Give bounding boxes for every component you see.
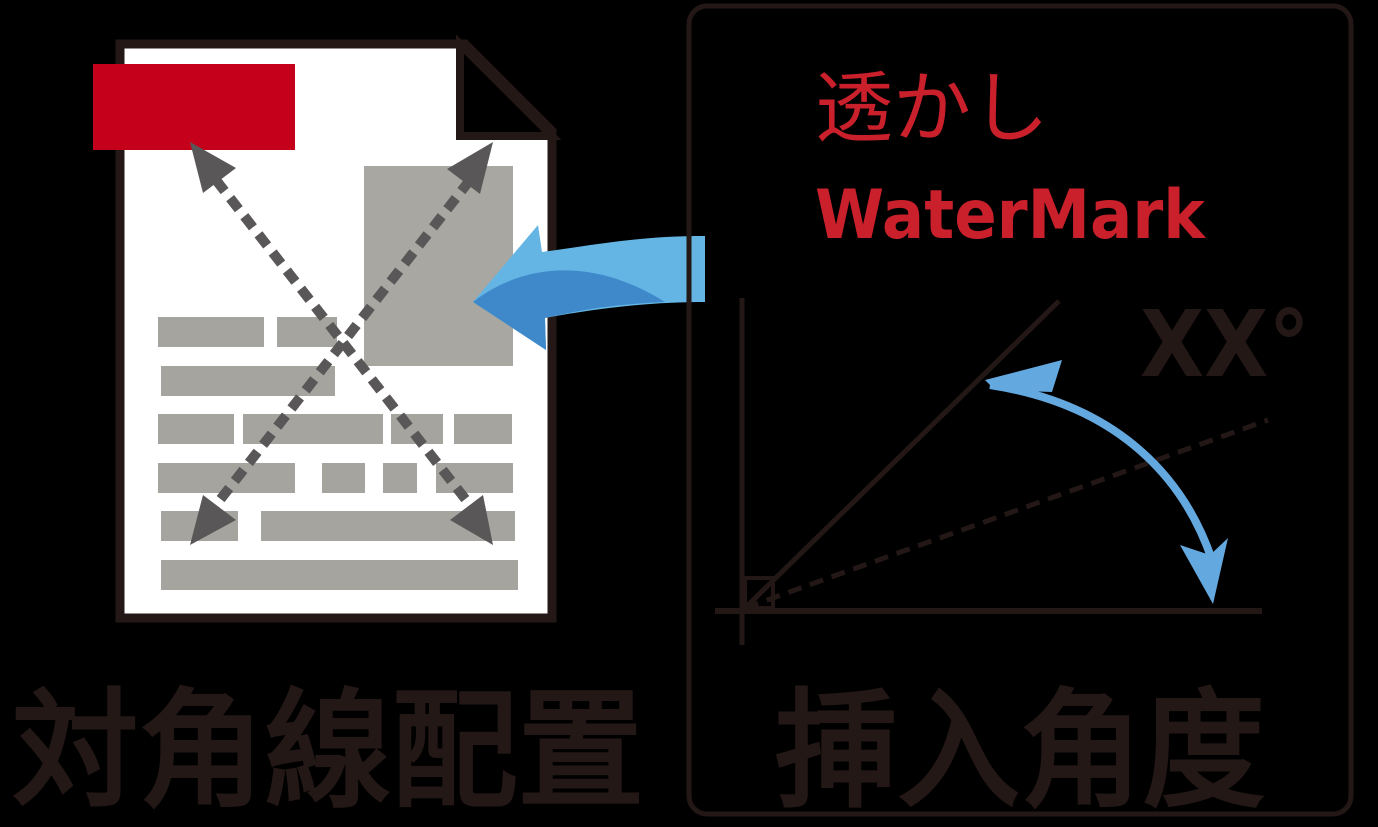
angle-arrowhead-bottom-icon	[1180, 538, 1228, 604]
arrowhead-up-left-icon	[190, 142, 236, 193]
angle-arrowhead-top-icon	[985, 360, 1062, 392]
text-lines	[158, 317, 518, 590]
angle-panel-frame	[686, 3, 1354, 817]
watermark-title-en: WaterMark	[815, 176, 1207, 255]
caption-insertion-angle: 挿入角度	[775, 677, 1265, 826]
angle-value-label: XX°	[1140, 291, 1310, 398]
watermark-block	[93, 64, 295, 150]
diagonal-arrows	[190, 142, 493, 545]
angle-diagram	[715, 298, 1269, 645]
arrowhead-up-right-icon	[447, 142, 493, 194]
image-block	[364, 166, 513, 366]
caption-diagonal-placement: 対角線配置	[12, 677, 644, 826]
arrowhead-down-right-icon	[450, 495, 493, 545]
watermark-title-jp: 透かし	[815, 64, 1049, 154]
arrowhead-down-left-icon	[190, 495, 236, 545]
insert-arrow-icon	[473, 225, 705, 350]
angle-arc	[989, 381, 1216, 562]
